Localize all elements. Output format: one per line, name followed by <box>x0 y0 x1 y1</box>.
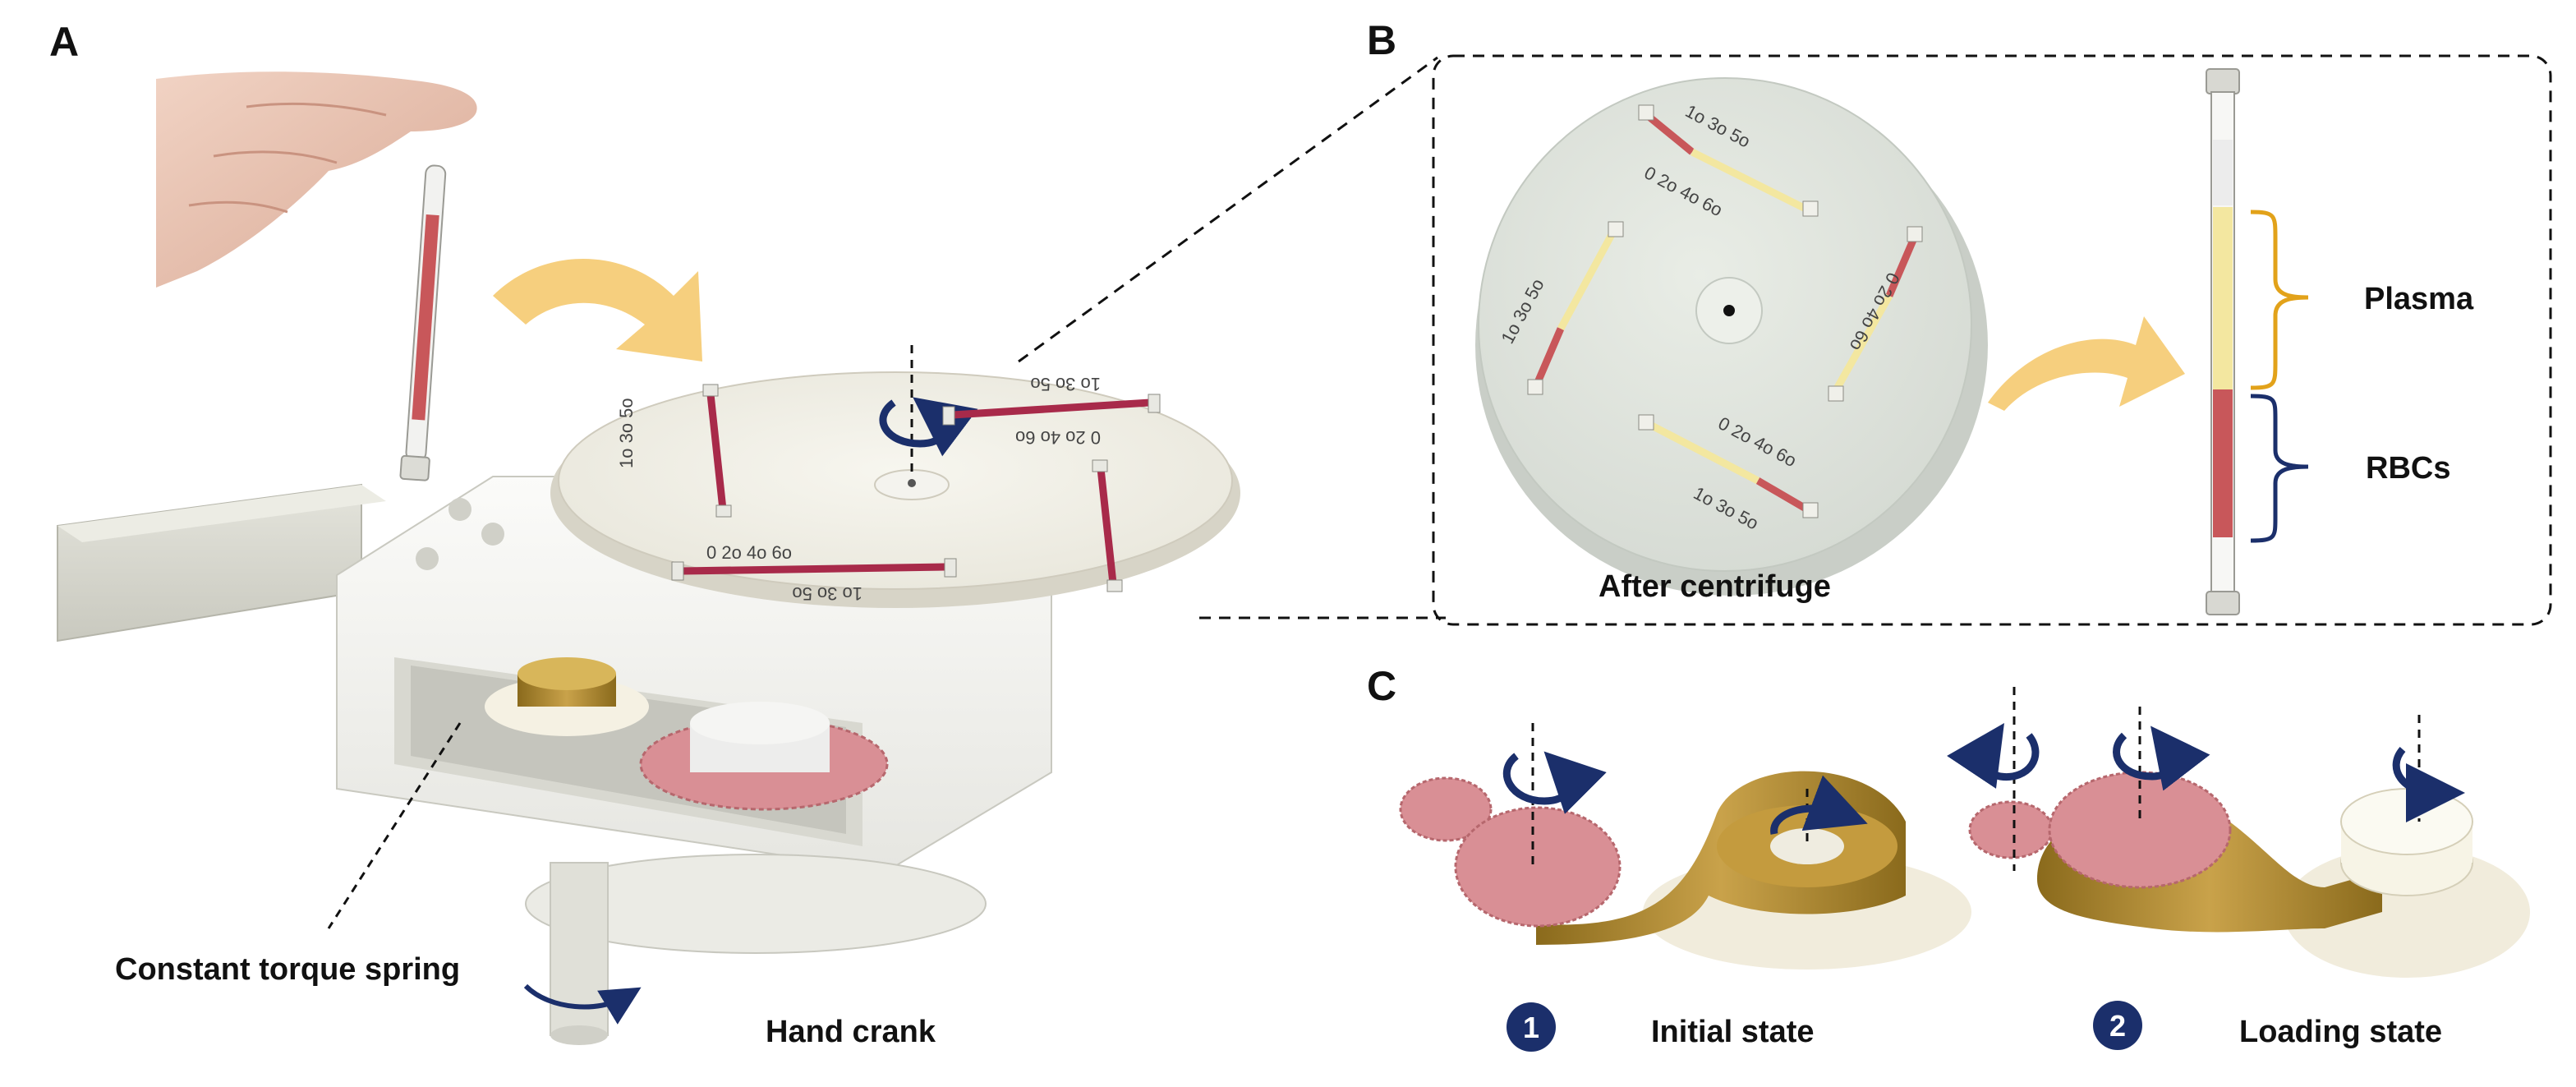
zoom-line-upper <box>1018 56 1438 363</box>
disc-tube-top <box>942 394 1161 426</box>
crank-rotation-arrow <box>523 983 642 1025</box>
state2-label: Loading state <box>2239 1015 2442 1049</box>
disc-scale-bottom: 0 2o 4o 6o <box>706 542 792 563</box>
curved-arrow-a <box>493 259 702 362</box>
state1-number: 1 <box>1523 1011 1539 1044</box>
rbc-bracket <box>2250 394 2309 543</box>
separated-tube <box>2206 68 2240 615</box>
panel-b-frame <box>1432 54 2552 626</box>
initial-state-mechanism <box>1399 771 1971 970</box>
disc-b-tube-right <box>1828 226 1923 402</box>
crank-label: Hand crank <box>766 1015 936 1049</box>
panel-b-letter: B <box>1367 17 1396 63</box>
disc-scale-top: 1o 3o 5o <box>1030 374 1101 394</box>
state2-badge <box>2093 1001 2142 1050</box>
spring-label: Constant torque spring <box>115 952 460 987</box>
rbc-label: RBCs <box>2366 451 2450 486</box>
after-centrifuge-label: After centrifuge <box>1598 569 1831 604</box>
gear-a <box>639 702 889 811</box>
constant-torque-spring-a <box>485 657 649 736</box>
disc-b-tube-bottom <box>1638 414 1819 518</box>
disc-rotation-arrow <box>879 397 978 457</box>
disc-tube-right <box>1092 459 1123 592</box>
disc-scale-top-lower: 0 2o 4o 6o <box>1015 427 1101 448</box>
rotation-arrow-c1a <box>1502 751 1607 814</box>
disc-tube-left <box>702 384 732 518</box>
plasma-label: Plasma <box>2364 282 2474 316</box>
panel-c-letter: C <box>1367 663 1396 709</box>
loading-state-mechanism <box>1968 771 2530 978</box>
plasma-bracket <box>2250 210 2309 390</box>
rotation-arrow-c2a <box>1947 723 2040 789</box>
rotor-disc-b <box>1475 77 1988 596</box>
curved-arrow-b <box>1988 316 2185 411</box>
rotation-arrow-c1b <box>1770 775 1868 835</box>
device-handle <box>57 483 386 643</box>
capillary-tube <box>399 164 447 481</box>
spring-leader-line <box>327 722 462 929</box>
state1-label: Initial state <box>1651 1015 1815 1049</box>
disc-b-tube-top <box>1638 104 1819 217</box>
disc-scale-left: 1o 3o 5o <box>616 398 637 468</box>
disc-tube-bottom <box>671 558 957 581</box>
rotation-arrow-c2c <box>2392 747 2465 822</box>
disc-scale-bottom-lower: 1o 3o 5o <box>792 583 862 604</box>
rotor-disc-a <box>550 371 1240 608</box>
state2-number: 2 <box>2109 1009 2126 1043</box>
rotation-arrow-c2b <box>2113 725 2210 791</box>
disc-b-tube-left <box>1527 221 1624 395</box>
panel-a-letter: A <box>49 19 79 65</box>
state1-badge <box>1506 1002 1556 1052</box>
